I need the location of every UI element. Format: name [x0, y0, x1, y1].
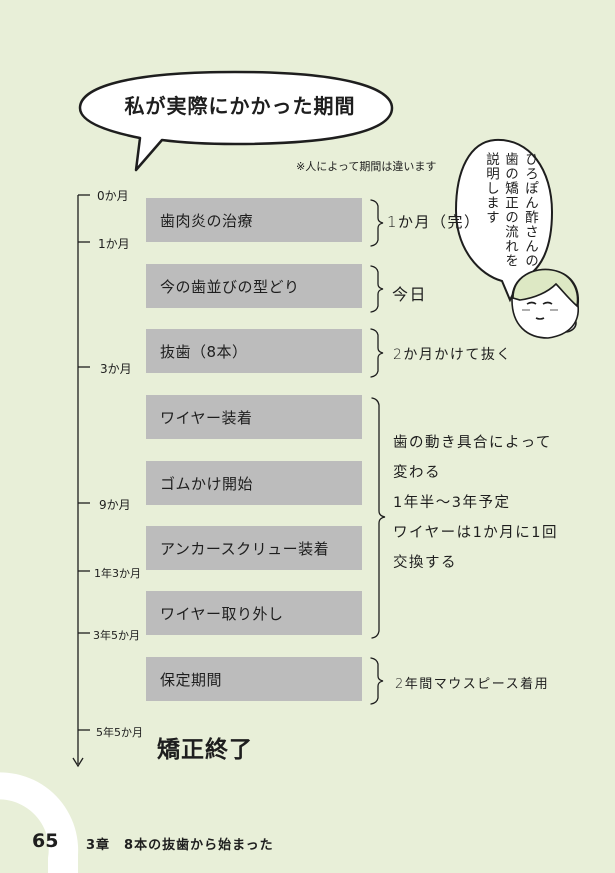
step-impression: 今の歯並びの型どり [146, 264, 362, 308]
page-title: 私が実際にかかった期間 [124, 94, 356, 118]
annotation-2-months: 2か月かけて抜く [393, 347, 512, 363]
step-elastics-start: ゴムかけ開始 [146, 461, 362, 505]
step-gum-treatment: 歯肉炎の治療 [146, 198, 362, 242]
tick-label-3m: 3か月 [100, 362, 132, 376]
speech-line-3: 説明します [483, 152, 499, 225]
chapter-title: 3章 8本の抜歯から始まった [86, 838, 274, 853]
tick-label-0m: 0か月 [97, 189, 129, 203]
tick-label-1m: 1か月 [98, 237, 130, 251]
step-extraction: 抜歯（8本） [146, 329, 362, 373]
step-wire-removal: ワイヤー取り外し [146, 591, 362, 635]
page-number: 65 [32, 830, 59, 852]
decorative-arc [0, 772, 79, 873]
tick-label-5y5m: 5年5か月 [96, 726, 143, 739]
annotation-wire-period: 歯の動き具合によって 変わる 1年半～3年予定 ワイヤーは1か月に1回 交換する [393, 428, 558, 578]
tick-label-9m: 9か月 [99, 498, 131, 512]
tick-label-3y5m: 3年5か月 [93, 629, 140, 642]
speech-line-2: 歯の矯正の流れを [502, 152, 518, 268]
step-anchor-screw: アンカースクリュー装着 [146, 526, 362, 570]
annotation-wire-line-1: 歯の動き具合によって [393, 435, 552, 451]
annotation-1-month: 1か月（完） [387, 213, 481, 231]
title-speech-bubble [78, 70, 394, 172]
annotation-retainer: 2年間マウスピース着用 [395, 677, 550, 692]
annotation-wire-line-4: ワイヤーは1か月に1回 [393, 525, 559, 541]
braces [370, 199, 386, 705]
annotation-wire-line-2: 変わる [393, 465, 441, 481]
step-wire-fitting: ワイヤー装着 [146, 395, 362, 439]
tick-label-1y3m: 1年3か月 [94, 567, 141, 580]
step-retention: 保定期間 [146, 657, 362, 701]
annotation-wire-line-3: 1年半～3年予定 [393, 495, 511, 511]
speech-line-1: ひろぽん酢さんの [522, 152, 538, 268]
timeline-axis [72, 194, 90, 768]
annotation-today: 今日 [392, 285, 428, 304]
end-label: 矯正終了 [157, 737, 253, 763]
narrator-character [511, 268, 579, 339]
annotation-wire-line-5: 交換する [393, 555, 457, 571]
disclaimer-note: ※人によって期間は違います [296, 160, 437, 173]
